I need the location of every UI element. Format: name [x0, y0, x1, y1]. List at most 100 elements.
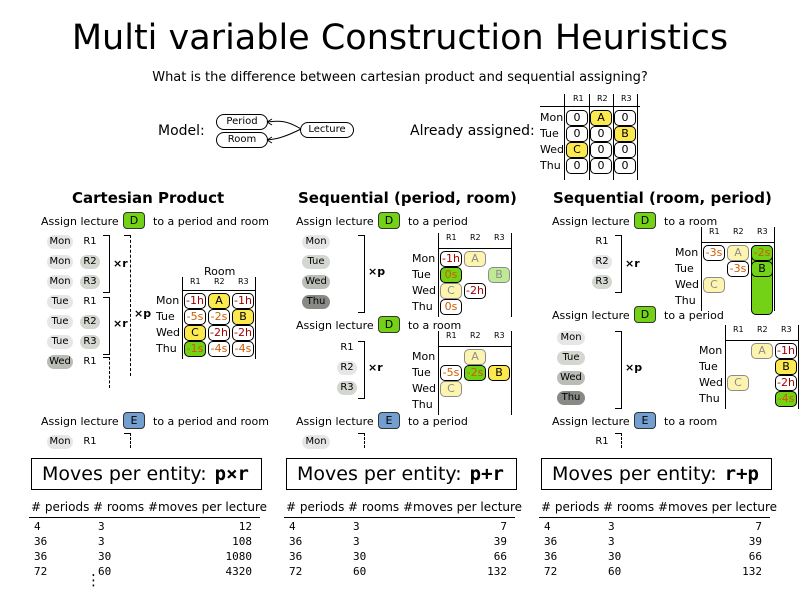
assign-d-suffix: to a period and room	[153, 215, 269, 228]
bracket	[103, 297, 110, 355]
grid-cell: -2h	[232, 325, 254, 341]
assign-d2-prefix: Assign lecture	[296, 319, 374, 332]
cartesian-moves-box: Moves per entity: p×r	[31, 458, 262, 490]
grid-cell: A	[751, 343, 773, 359]
row-label: Tue	[412, 268, 431, 281]
seqrp-moves-box: Moves per entity: r+p	[541, 458, 772, 490]
row-label: Tue	[675, 262, 694, 275]
td-periods: 72	[34, 565, 48, 578]
grid-cell: A	[727, 245, 749, 261]
assign-d2-lecture: D	[634, 306, 656, 323]
td-rooms: 30	[353, 550, 367, 563]
pill-period: Wed	[302, 275, 330, 289]
grid-cell: -2s	[751, 245, 773, 261]
grid-cell: -2s	[464, 365, 486, 381]
grid-cell: -1h	[775, 343, 797, 359]
pill-room: R1	[80, 295, 100, 309]
col-header: R1	[446, 233, 457, 242]
seqrp-title: Sequential (room, period)	[553, 189, 772, 207]
assign-e-prefix: Assign lecture	[552, 415, 630, 428]
grid-line	[540, 106, 640, 107]
pill-period: Mon	[47, 275, 73, 289]
times-r: ×r	[113, 317, 128, 330]
td-rooms: 60	[608, 565, 622, 578]
row-label: Wed	[156, 326, 180, 339]
td-periods: 4	[34, 520, 41, 533]
pill-room: R2	[80, 315, 100, 329]
pill-period: Mon	[302, 235, 330, 249]
pill-period: Thu	[557, 391, 585, 405]
grid-line	[182, 290, 256, 291]
td-rooms: 60	[98, 565, 112, 578]
model-room: Room	[216, 132, 268, 148]
pill-period: Thu	[302, 295, 330, 309]
col-header: R2	[470, 331, 481, 340]
pill-room: R1	[592, 435, 612, 449]
moves-label: Moves per entity:	[42, 463, 207, 485]
row-label: Thu	[675, 294, 696, 307]
pill-period: Tue	[47, 335, 73, 349]
table-rule	[539, 517, 770, 518]
td-periods: 36	[289, 550, 303, 563]
row-label: Mon	[412, 252, 436, 265]
td-moves: 12	[238, 520, 252, 533]
grid-cell: B	[232, 309, 254, 325]
th-rooms: # rooms	[348, 500, 400, 514]
pill-period: Tue	[47, 315, 73, 329]
col-header: R1	[573, 94, 584, 103]
td-moves: 66	[748, 550, 762, 563]
pill-period: Wed	[557, 371, 585, 385]
grid-line	[725, 325, 726, 409]
already-label: Already assigned:	[410, 123, 535, 139]
moves-label: Moves per entity:	[297, 463, 462, 485]
row-label: Mon	[412, 350, 436, 363]
model-arrows	[266, 118, 302, 144]
row-label: Tue	[412, 366, 431, 379]
grid-cell: A	[590, 110, 612, 126]
assign-e-prefix: Assign lecture	[41, 415, 119, 428]
pill-room: R3	[592, 275, 612, 289]
row-label: Mon	[699, 344, 723, 357]
row-label: Wed	[699, 376, 723, 389]
times-p: ×p	[134, 307, 152, 320]
col-header: R3	[757, 227, 768, 236]
grid-cell: -1s	[184, 341, 206, 357]
grid-line	[438, 331, 439, 415]
pill-room: R3	[80, 335, 100, 349]
grid-cell: B	[751, 261, 773, 277]
grid-line	[701, 242, 775, 243]
col-header: R2	[214, 277, 225, 286]
th-periods: # periods	[541, 500, 600, 514]
grid-cell: C	[440, 381, 462, 397]
grid-cell: -4s	[775, 391, 797, 407]
moves-formula: p+r	[469, 463, 504, 485]
th-periods: # periods	[286, 500, 345, 514]
td-rooms: 3	[608, 535, 615, 548]
grid-cell: 0	[614, 158, 636, 174]
bracket	[358, 433, 365, 448]
td-moves: 1080	[225, 550, 253, 563]
bracket	[103, 357, 110, 388]
assign-d-suffix: to a period	[408, 215, 468, 228]
grid-cell: B	[775, 359, 797, 375]
td-periods: 36	[289, 535, 303, 548]
grid-cell: B	[488, 267, 510, 283]
grid-line	[774, 227, 775, 311]
grid-line	[589, 94, 590, 180]
col-header: R2	[470, 233, 481, 242]
th-rooms: # rooms	[93, 500, 145, 514]
grid-cell: C	[727, 375, 749, 391]
pill-period: Mon	[47, 235, 73, 249]
th-moves: #moves per lecture	[148, 500, 268, 514]
bracket	[358, 235, 365, 313]
grid-cell: -5s	[440, 365, 462, 381]
row-label: Tue	[540, 127, 559, 140]
cartesian-title: Cartesian Product	[72, 189, 225, 207]
assign-d2-prefix: Assign lecture	[552, 309, 630, 322]
assign-e-lecture: E	[634, 412, 656, 429]
grid-line	[255, 277, 256, 359]
